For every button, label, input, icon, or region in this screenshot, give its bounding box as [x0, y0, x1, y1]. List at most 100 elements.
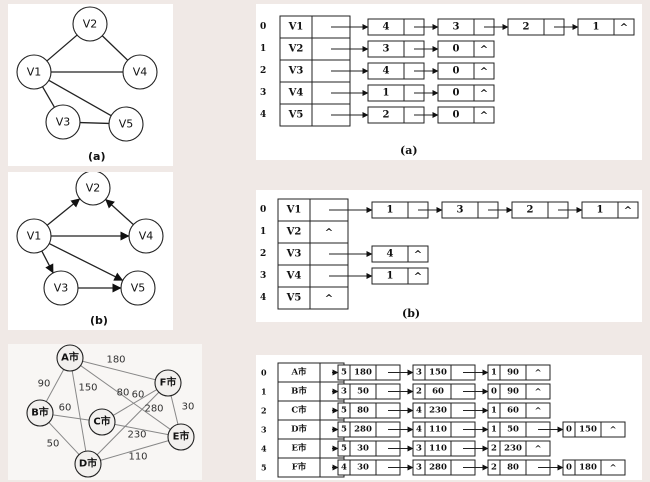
null-mark-0-2: ^	[534, 369, 541, 379]
list-node-value-5-1-0: 3	[416, 463, 422, 473]
list-node-value-1-0-0: 3	[383, 44, 390, 55]
list-node-next-0-3	[613, 18, 635, 36]
null-mark-0-3: ^	[620, 23, 628, 34]
edge-V1-V5	[48, 243, 124, 281]
null-mark-3-1: ^	[480, 89, 488, 100]
null-mark-3-0: ^	[414, 272, 422, 283]
edge-A-B	[45, 369, 65, 402]
list-node-value-2-0-0: 4	[387, 249, 394, 260]
node-label-V5: V5	[131, 282, 146, 295]
edge-weight-B-D: 50	[47, 439, 60, 450]
row-index-1: 1	[261, 387, 267, 397]
list-caption: (a)	[400, 144, 418, 157]
edge-A-D	[71, 370, 87, 452]
list-node-value-4-2-0: 2	[491, 444, 497, 454]
row-index-3: 3	[260, 271, 266, 281]
list-node-value-2-1-0: 4	[416, 406, 422, 416]
list-node-value-4-2-1: 230	[504, 444, 522, 454]
vertex-label-0: V1	[288, 22, 304, 33]
list-node-value-2-0-0: 5	[341, 406, 347, 416]
list-node-value-2-1-1: 230	[429, 406, 447, 416]
list-node-next-5-3	[600, 459, 626, 476]
node-V1	[16, 218, 52, 254]
list-node-value-0-1-0: 3	[416, 368, 422, 378]
node-label-E: E市	[173, 430, 190, 443]
list-node-value-2-0-0: 4	[383, 66, 390, 77]
row-index-4: 4	[260, 110, 266, 120]
row-index-4: 4	[261, 444, 267, 454]
list-node-value-3-3-0: 0	[566, 425, 572, 435]
node-F	[154, 369, 182, 397]
list-node-value-0-3-0: 1	[597, 205, 604, 216]
list-node-value-0-3-0: 1	[593, 22, 600, 33]
list-node-next-3-1	[473, 84, 495, 102]
list-caption: (b)	[402, 307, 420, 320]
list-node-value-0-2-0: 2	[523, 22, 530, 33]
edge-D-E	[100, 440, 169, 461]
vertex-label-0: A市	[290, 367, 307, 378]
list-node-next-4-2	[525, 440, 551, 457]
list-node-value-5-0-1: 30	[357, 463, 369, 473]
list-node-next-1-2	[525, 383, 551, 400]
null-mark-4-1: ^	[480, 111, 488, 122]
list-node-value-1-1-0: 2	[416, 387, 422, 397]
node-label-D: D市	[79, 457, 97, 470]
vertex-label-3: V4	[286, 271, 302, 282]
node-label-V4: V4	[139, 230, 154, 243]
list-node-value-5-3-0: 0	[566, 463, 572, 473]
list-node-value-5-1-1: 280	[429, 463, 447, 473]
node-A	[56, 344, 84, 372]
vertex-label-4: E市	[292, 443, 307, 454]
list-node-value-5-2-0: 2	[491, 463, 497, 473]
edge-V4-V2	[105, 198, 134, 226]
edge-weight-C-F: 60	[132, 390, 145, 401]
list-node-value-5-0-0: 4	[341, 463, 347, 473]
list-node-next-0-3	[617, 201, 639, 219]
edge-weight-A-F: 180	[106, 355, 125, 366]
edge-V2-V4	[101, 35, 129, 61]
node-label-V1: V1	[27, 230, 42, 243]
node-V2	[72, 6, 108, 42]
null-mark-2-1: ^	[480, 67, 488, 78]
list-node-value-4-1-0: 3	[416, 444, 422, 454]
node-label-A: A市	[61, 351, 79, 364]
list-node-value-4-0-0: 5	[341, 444, 347, 454]
list-node-next-4-1	[473, 106, 495, 124]
row-index-2: 2	[260, 66, 266, 76]
edge-A-F	[82, 360, 156, 381]
list-node-next-2-2	[525, 402, 551, 419]
list-node-next-3-0	[407, 267, 429, 285]
row-index-3: 3	[260, 88, 266, 98]
row-index-1: 1	[260, 44, 266, 54]
graph-caption: (a)	[88, 150, 105, 163]
edge-weight-D-F: 280	[144, 404, 163, 415]
null-mark-1: ^	[325, 228, 333, 239]
row-index-0: 0	[260, 22, 266, 32]
edge-weight-A-D: 150	[78, 383, 97, 394]
node-V2	[75, 172, 111, 206]
node-label-V3: V3	[56, 116, 71, 129]
node-D	[74, 450, 102, 478]
node-label-B: B市	[31, 406, 49, 419]
null-mark-1-2: ^	[534, 388, 541, 398]
node-V5	[108, 106, 144, 142]
node-V3	[45, 104, 81, 140]
list-node-value-3-1-0: 0	[453, 88, 460, 99]
list-node-value-0-0-1: 180	[354, 368, 372, 378]
row-index-0: 0	[261, 368, 267, 378]
vertex-label-1: V2	[286, 227, 302, 238]
row-index-0: 0	[260, 205, 266, 215]
list-node-value-1-1-0: 0	[453, 44, 460, 55]
row-index-2: 2	[261, 406, 267, 416]
edge-B-C	[52, 414, 90, 421]
edge-A-E	[80, 365, 171, 430]
vertex-label-4: V5	[288, 110, 304, 121]
row-index-2: 2	[260, 249, 266, 259]
edge-V1-V2	[46, 198, 81, 226]
node-label-V3: V3	[54, 282, 69, 295]
